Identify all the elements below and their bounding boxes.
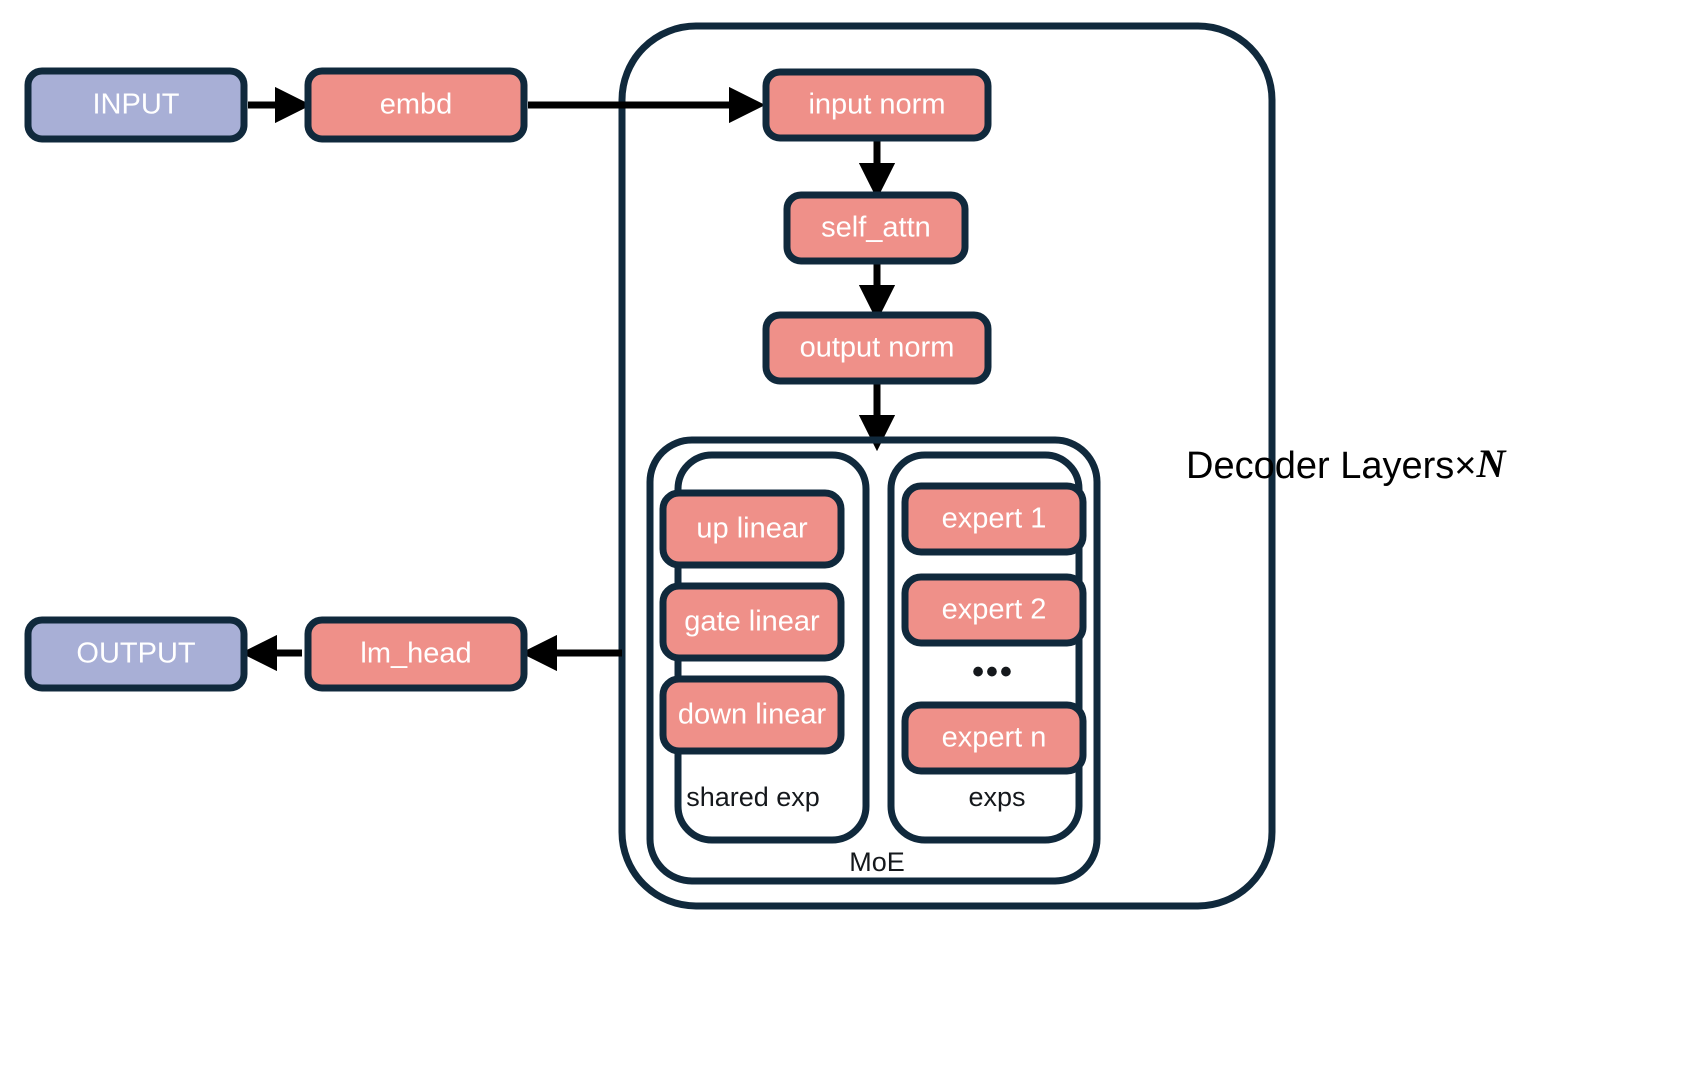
decoder-layers-repeat-symbol: N	[1475, 441, 1507, 486]
experts-label: exps	[968, 782, 1025, 812]
node-expert-2-label: expert 2	[942, 594, 1047, 626]
node-lm-head[interactable]: lm_head	[304, 616, 528, 692]
decoder-layers-annotation-text: Decoder Layers×	[1186, 445, 1476, 487]
node-self-attn-label: self_attn	[821, 212, 931, 244]
shared-expert-label: shared exp	[686, 782, 820, 812]
node-gate-linear-rect[interactable]	[659, 582, 845, 662]
node-down-linear-label: down linear	[678, 699, 827, 731]
node-expert-1[interactable]: expert 1	[901, 482, 1087, 556]
node-embd[interactable]: embd	[304, 67, 528, 143]
node-expert-1-label: expert 1	[942, 503, 1047, 535]
node-down-linear-rect[interactable]	[659, 675, 845, 755]
node-input-norm-label: input norm	[808, 89, 945, 121]
node-self-attn-rect[interactable]	[783, 191, 969, 265]
node-embd-rect[interactable]	[304, 67, 528, 143]
node-self-attn[interactable]: self_attn	[783, 191, 969, 265]
node-up-linear-rect[interactable]	[659, 489, 845, 569]
node-output-norm-rect[interactable]	[762, 311, 992, 385]
node-output-norm-label: output norm	[800, 332, 955, 364]
node-output-rect[interactable]	[24, 616, 248, 692]
node-expert-n-rect[interactable]	[901, 701, 1087, 775]
node-expert-2-rect[interactable]	[901, 573, 1087, 647]
node-output[interactable]: OUTPUT	[24, 616, 248, 692]
node-expert-1-rect[interactable]	[901, 482, 1087, 556]
moe-label: MoE	[849, 847, 905, 877]
experts-ellipsis: •••	[972, 653, 1014, 691]
node-lm-head-rect[interactable]	[304, 616, 528, 692]
node-gate-linear[interactable]: gate linear	[659, 582, 845, 662]
node-up-linear[interactable]: up linear	[659, 489, 845, 569]
decoder-layers-annotation: Decoder Layers×N	[1186, 441, 1507, 487]
node-expert-n[interactable]: expert n	[901, 701, 1087, 775]
node-output-label: OUTPUT	[76, 638, 196, 670]
node-input-rect[interactable]	[24, 67, 248, 143]
moe-container	[646, 436, 1101, 885]
node-up-linear-label: up linear	[696, 513, 808, 545]
node-gate-linear-label: gate linear	[684, 606, 820, 638]
node-input-norm[interactable]: input norm	[762, 68, 992, 142]
node-embd-label: embd	[380, 89, 453, 121]
node-input-norm-rect[interactable]	[762, 68, 992, 142]
node-expert-n-label: expert n	[942, 722, 1047, 754]
decoder-layers-container	[618, 22, 1276, 910]
node-output-norm[interactable]: output norm	[762, 311, 992, 385]
node-down-linear[interactable]: down linear	[659, 675, 845, 755]
node-expert-2[interactable]: expert 2	[901, 573, 1087, 647]
experts-container	[887, 451, 1083, 844]
node-input-label: INPUT	[93, 89, 180, 121]
node-lm-head-label: lm_head	[360, 638, 471, 670]
node-input[interactable]: INPUT	[24, 67, 248, 143]
